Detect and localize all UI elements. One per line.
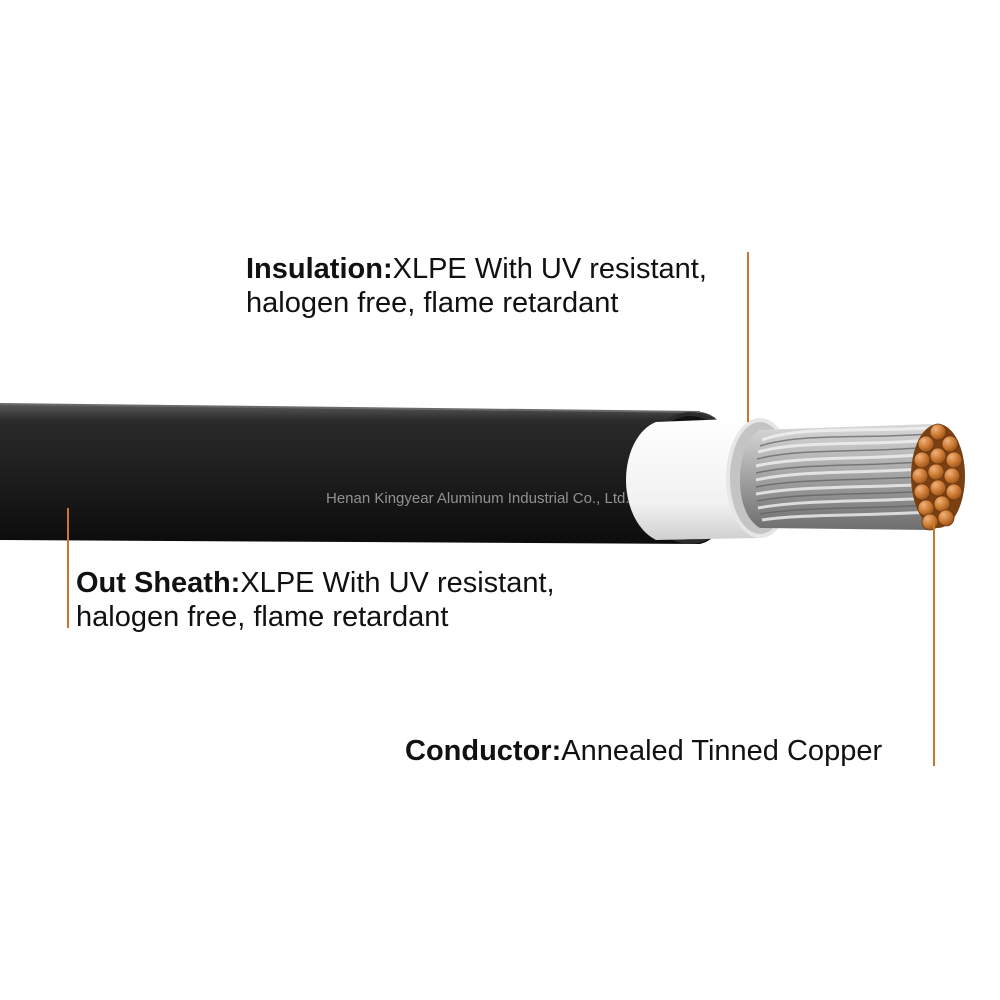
- copper-strand-ends: [911, 423, 965, 531]
- conductor-term: Conductor:: [405, 735, 562, 767]
- watermark: Henan Kingyear Aluminum Industrial Co., …: [326, 490, 630, 507]
- insulation-description-line1: XLPE With UV resistant,: [392, 253, 707, 285]
- stranded-conductor: [740, 424, 962, 530]
- insulation-term: Insulation:: [246, 253, 393, 285]
- insulation-leader-line: [747, 252, 749, 422]
- conductor-description: Annealed Tinned Copper: [561, 735, 883, 767]
- conductor-callout: Conductor:Annealed Tinned Copper: [405, 734, 882, 768]
- sheath-callout: Out Sheath:XLPE With UV resistant, halog…: [76, 566, 555, 634]
- conductor-leader-line: [933, 522, 935, 766]
- sheath-term: Out Sheath:: [76, 567, 241, 599]
- insulation-description-line2: halogen free, flame retardant: [246, 287, 619, 319]
- insulation-callout: Insulation:XLPE With UV resistant, halog…: [246, 252, 707, 320]
- sheath-description-line1: XLPE With UV resistant,: [240, 567, 555, 599]
- sheath-leader-line: [67, 508, 69, 628]
- sheath-description-line2: halogen free, flame retardant: [76, 601, 449, 633]
